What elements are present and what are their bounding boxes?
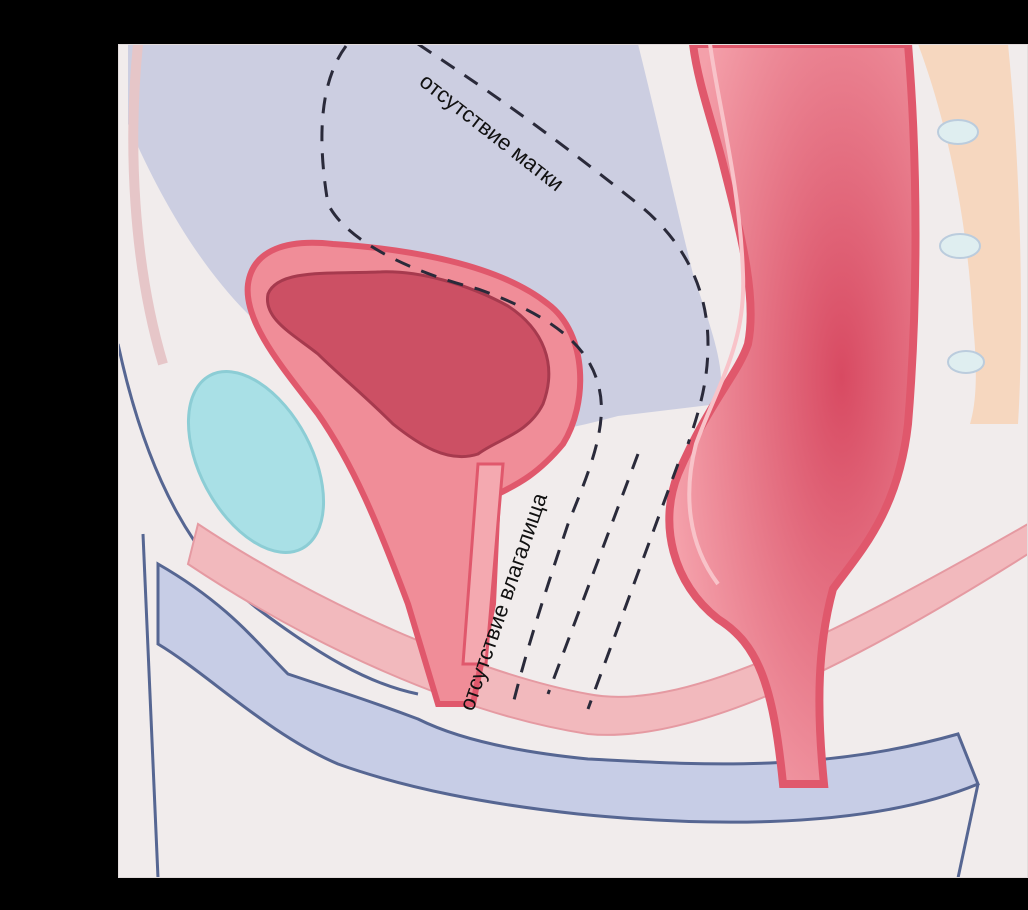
vertebral-disc xyxy=(938,120,978,144)
vertebral-disc xyxy=(948,351,984,373)
vertebral-disc xyxy=(940,234,980,258)
illustration-frame: отсутствие матки отсутствие влагалища xyxy=(118,44,1028,878)
pelvic-anatomy-diagram: отсутствие матки отсутствие влагалища xyxy=(118,44,1028,878)
